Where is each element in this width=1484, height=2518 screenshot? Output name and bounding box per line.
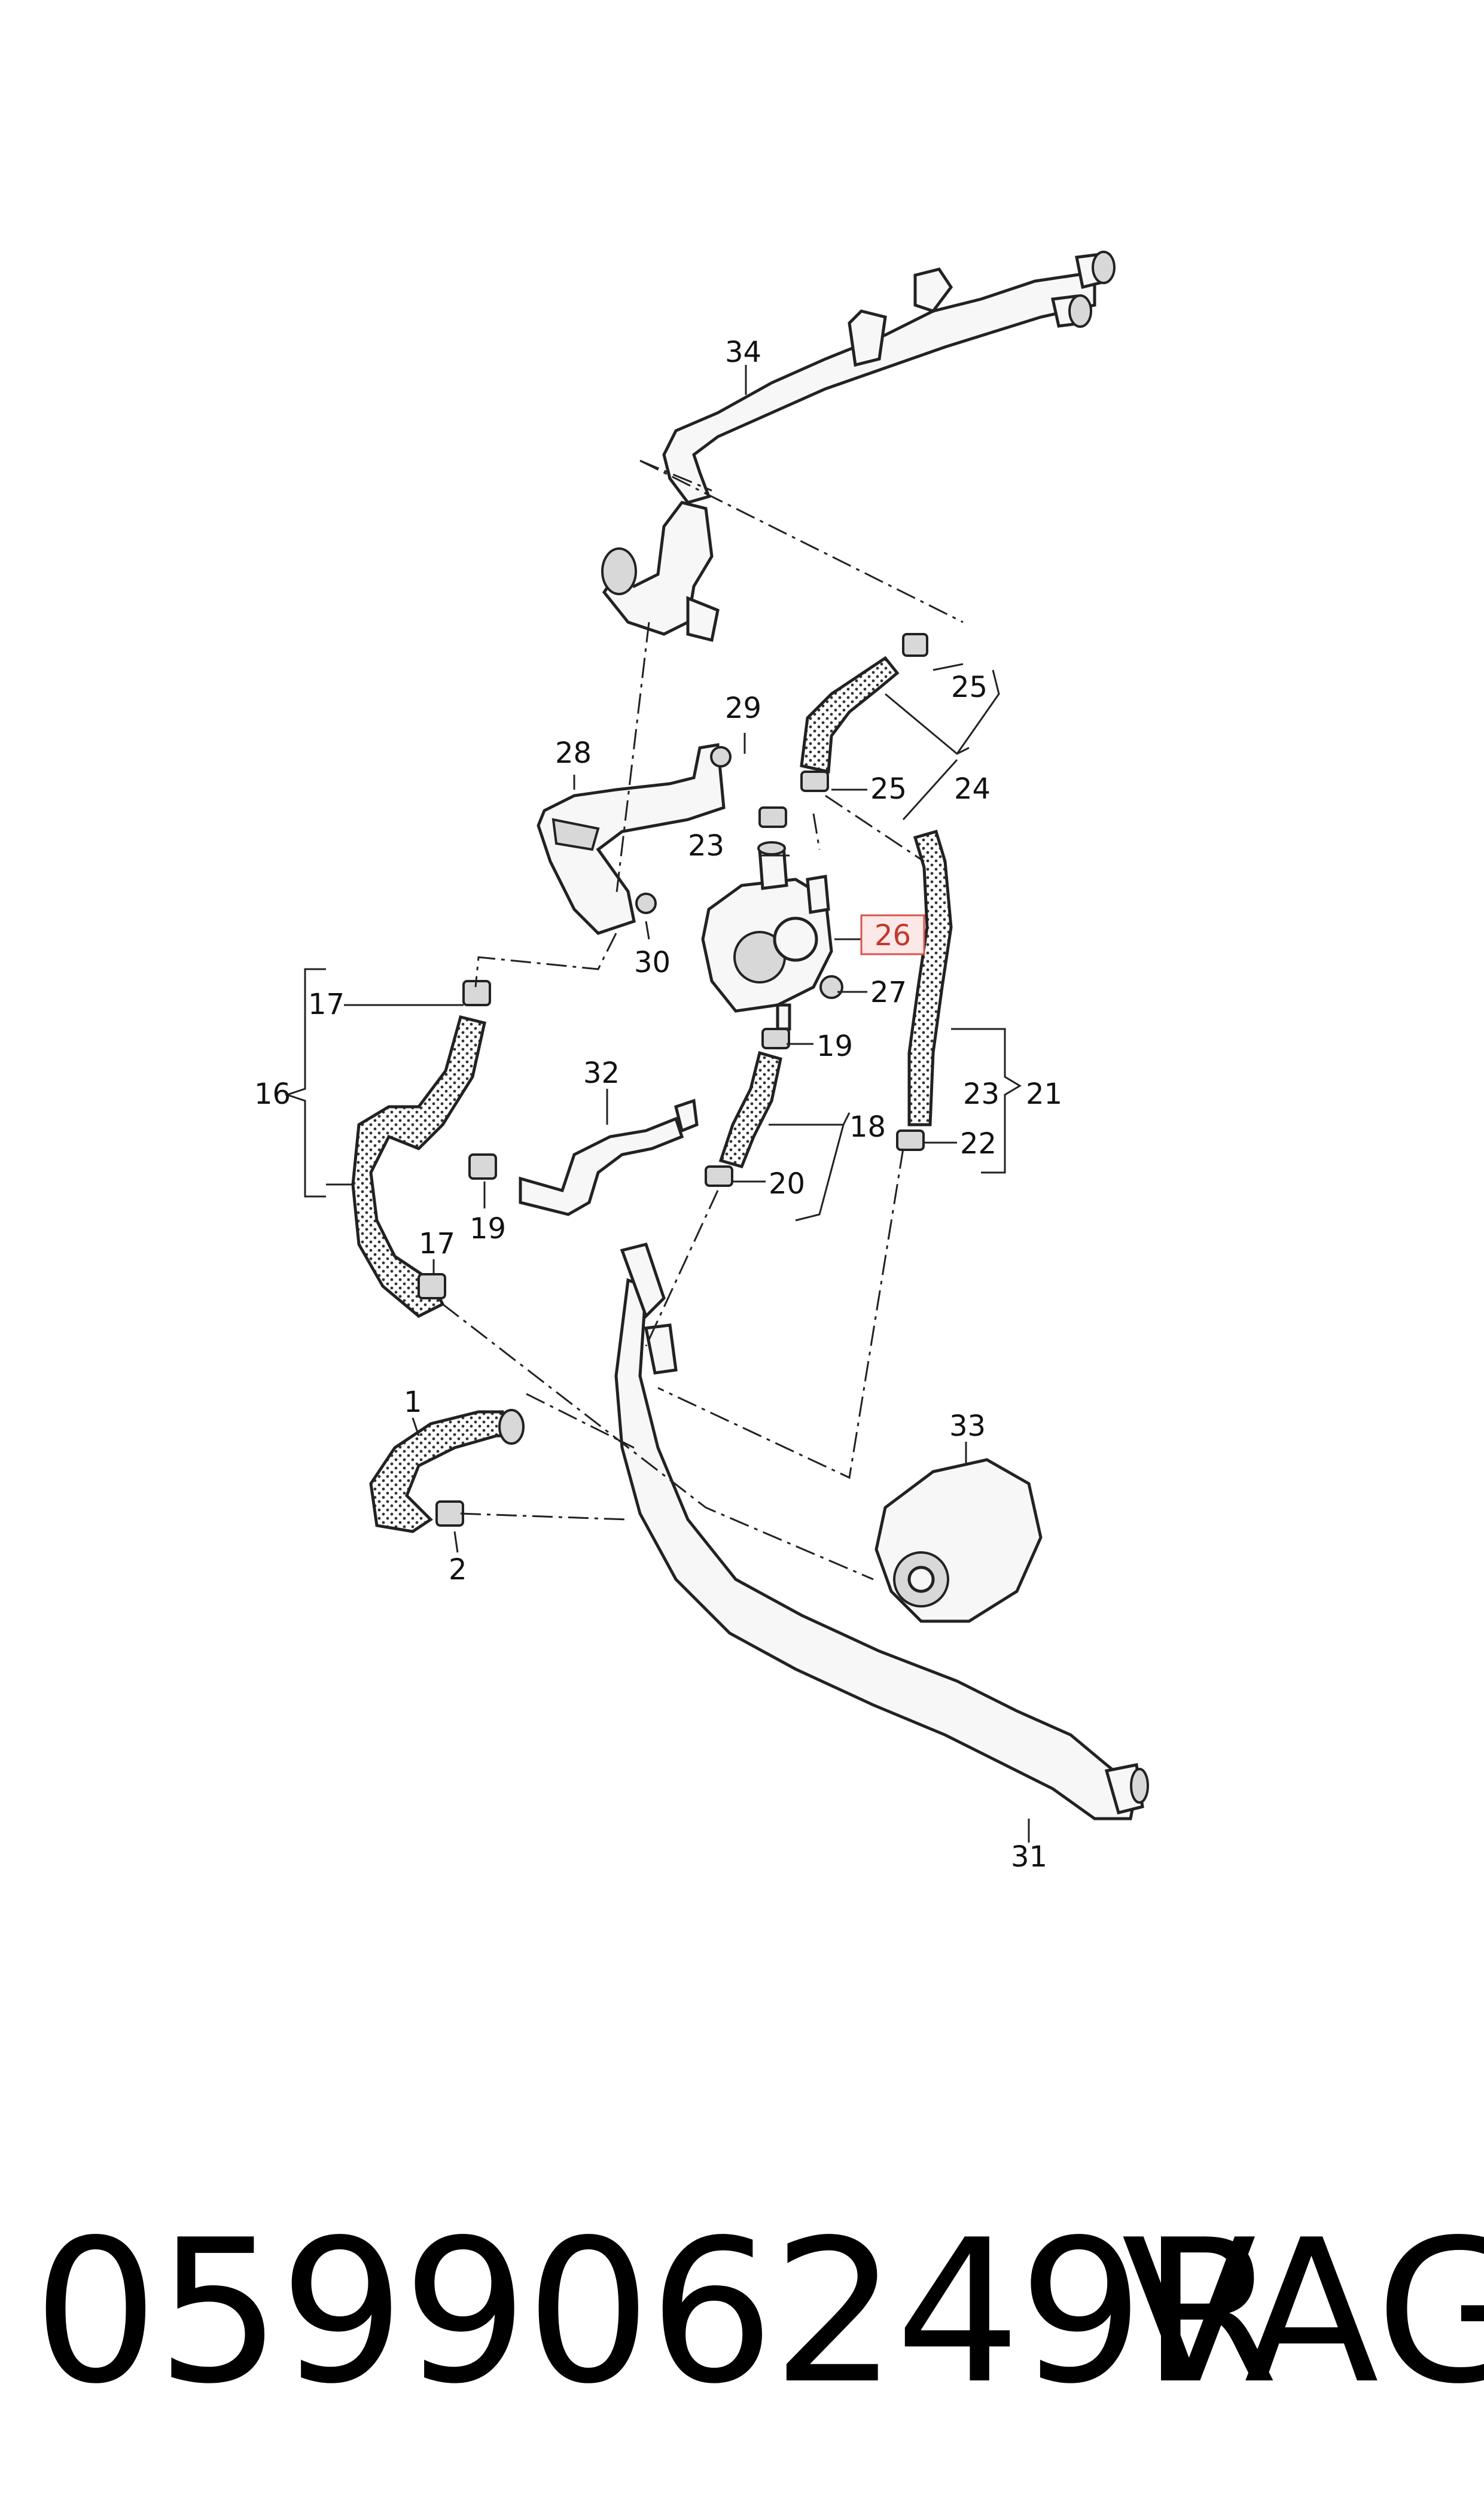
- callout-34[interactable]: 34: [725, 336, 761, 369]
- hose-24: [800, 656, 900, 774]
- callout-17b[interactable]: 17: [419, 1227, 455, 1260]
- callout-1[interactable]: 1: [404, 1386, 422, 1419]
- callout-26[interactable]: 26: [874, 919, 911, 952]
- callout-23b[interactable]: 23: [963, 1077, 1000, 1111]
- coolant-pipe-31: [614, 1243, 1149, 1820]
- coolant-pipe-34: [601, 251, 1116, 643]
- brand-name: VAG: [1122, 2197, 1484, 2427]
- callout-25b[interactable]: 25: [870, 772, 907, 806]
- callout-2[interactable]: 2: [449, 1553, 467, 1587]
- callout-23a[interactable]: 23: [688, 829, 724, 863]
- assembly-lines: [442, 459, 964, 1581]
- callout-29[interactable]: 29: [725, 692, 761, 725]
- bracket-28: [537, 743, 726, 935]
- callout-labels: 34 29 28 25 25 24 23 26 30 27 17 16 32 1…: [254, 336, 1062, 1874]
- callout-18[interactable]: 18: [849, 1110, 886, 1144]
- hose-18: [718, 1051, 782, 1169]
- callout-21[interactable]: 21: [1026, 1077, 1062, 1111]
- callout-20[interactable]: 20: [769, 1167, 805, 1201]
- leader-lines: [284, 365, 1030, 1843]
- hose-1: [369, 1409, 525, 1533]
- callout-17a[interactable]: 17: [308, 988, 345, 1021]
- pipe-32: [519, 1098, 699, 1216]
- callout-28[interactable]: 28: [555, 736, 592, 770]
- water-pump-26: [701, 841, 833, 1031]
- clamps: [418, 633, 928, 1527]
- callout-30[interactable]: 30: [634, 946, 671, 979]
- callout-22[interactable]: 22: [960, 1127, 997, 1161]
- hose-21: [907, 829, 953, 1126]
- callout-16[interactable]: 16: [254, 1077, 291, 1111]
- highlight-box-26: [860, 914, 925, 955]
- callout-32[interactable]: 32: [583, 1056, 620, 1090]
- callout-25a[interactable]: 25: [951, 671, 988, 704]
- callout-24[interactable]: 24: [954, 772, 991, 806]
- callout-31[interactable]: 31: [1011, 1840, 1047, 1874]
- hose-16: [351, 1015, 486, 1318]
- callout-27[interactable]: 27: [870, 976, 907, 1009]
- part-number: 059906249R: [33, 2197, 1279, 2427]
- alternator-33: [874, 1458, 1043, 1623]
- callout-19b[interactable]: 19: [470, 1212, 506, 1246]
- callout-33[interactable]: 33: [949, 1409, 986, 1443]
- callout-19a[interactable]: 19: [816, 1030, 853, 1063]
